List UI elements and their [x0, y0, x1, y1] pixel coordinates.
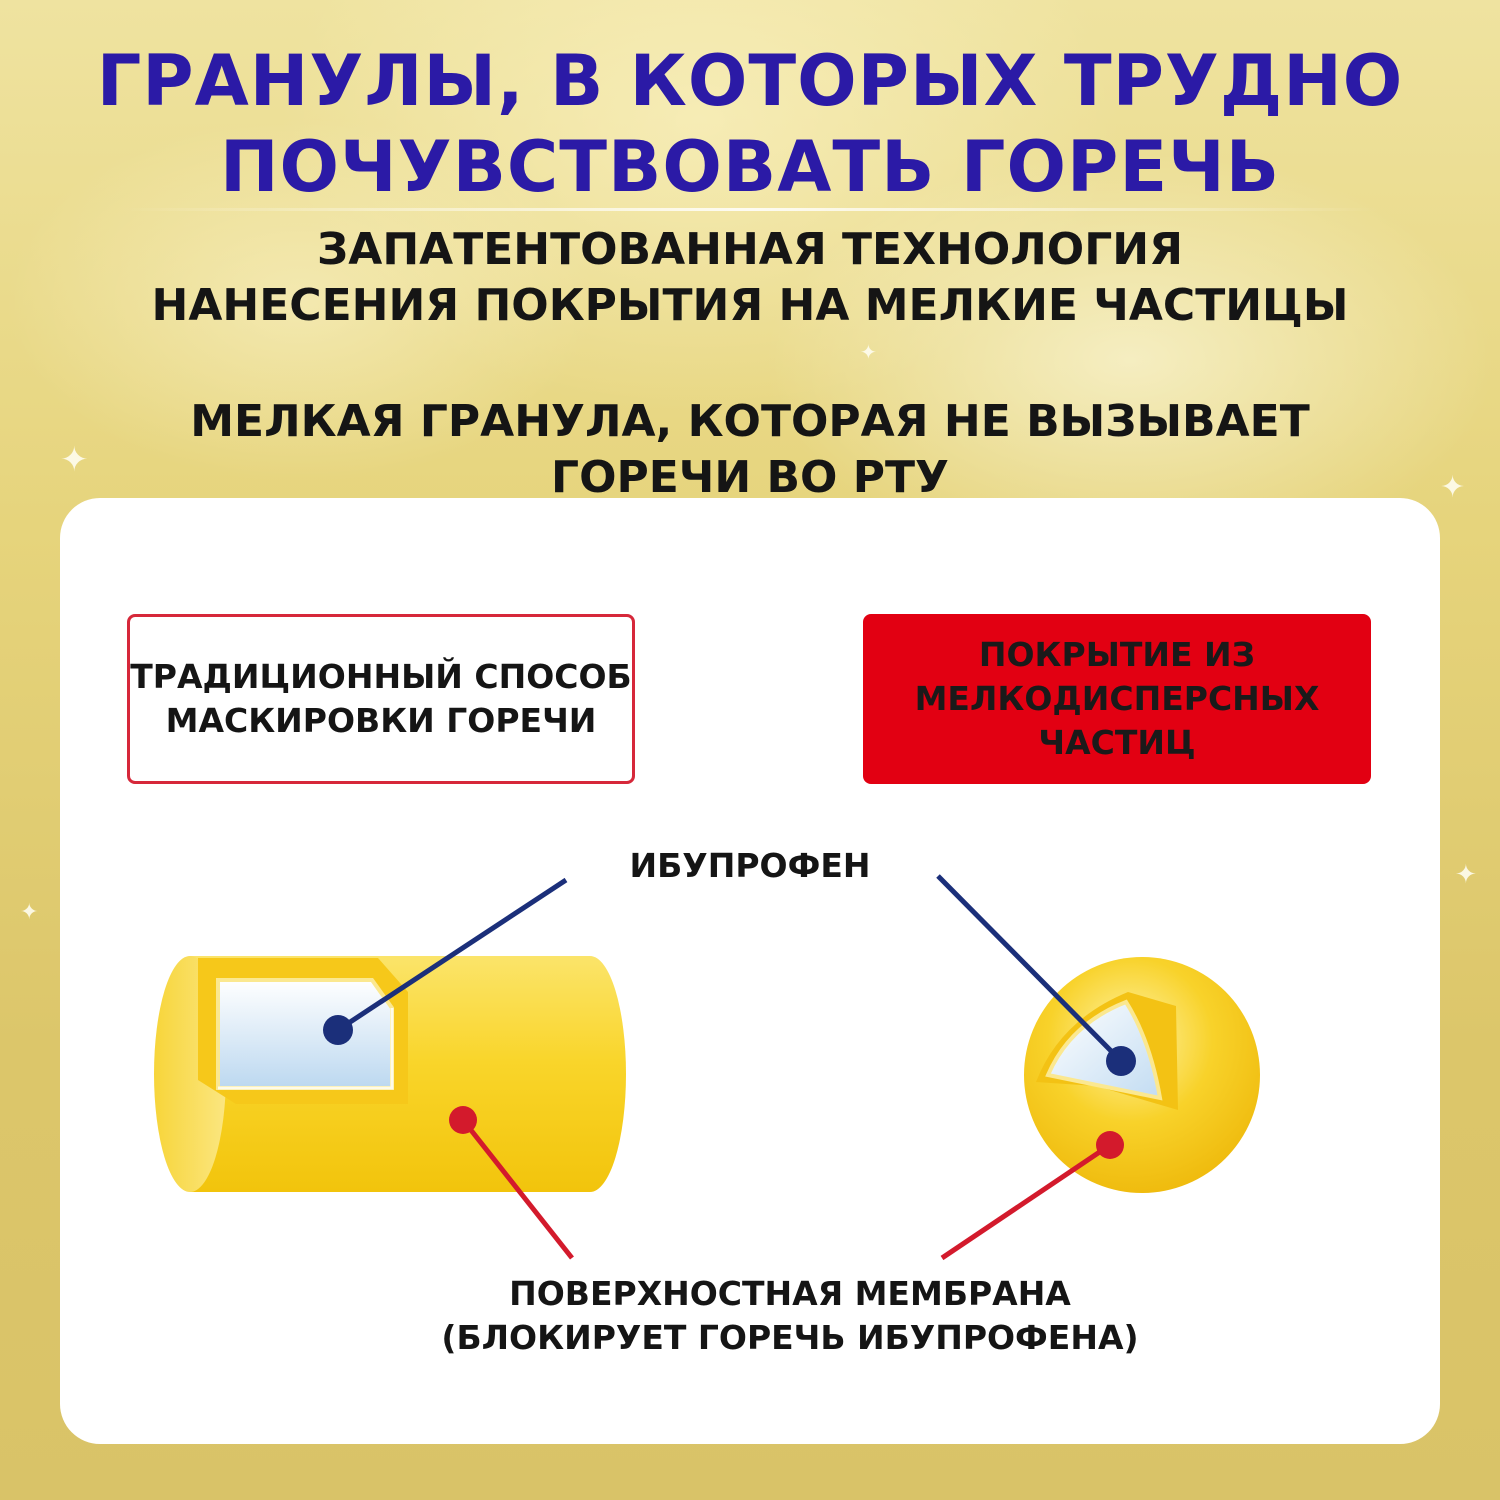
- tagline-line-1: МЕЛКАЯ ГРАНУЛА, КОТОРАЯ НЕ ВЫЗЫВАЕТ: [190, 396, 1310, 447]
- ibuprofen-core-sphere: [1045, 999, 1163, 1101]
- traditional-method-line-2: МАСКИРОВКИ ГОРЕЧИ: [165, 701, 597, 740]
- membrane-leader-right: [940, 1142, 1112, 1261]
- traditional-method-line-1: ТРАДИЦИОННЫЙ СПОСОБ: [130, 657, 632, 696]
- membrane-dot-left: [449, 1106, 477, 1134]
- ibuprofen-core-cylinder: [216, 978, 394, 1090]
- fine-particle-coating-box: ПОКРЫТИЕ ИЗ МЕЛКОДИСПЕРСНЫХ ЧАСТИЦ: [863, 614, 1371, 784]
- coating-line-3: ЧАСТИЦ: [1038, 723, 1196, 762]
- ibuprofen-dot-left: [323, 1015, 353, 1045]
- sphere-granule: [1024, 957, 1260, 1193]
- ibuprofen-leader-left: [336, 877, 568, 1033]
- subtitle-line-1: ЗАПАТЕНТОВАННАЯ ТЕХНОЛОГИЯ: [317, 224, 1183, 275]
- tagline-line-2: ГОРЕЧИ ВО РТУ: [551, 452, 949, 503]
- coating-line-2: МЕЛКОДИСПЕРСНЫХ: [914, 679, 1320, 718]
- sparkle-icon: ✦: [20, 900, 39, 925]
- page-title: ГРАНУЛЫ, В КОТОРЫХ ТРУДНО ПОЧУВСТВОВАТЬ …: [0, 38, 1500, 210]
- ibuprofen-dot-right: [1106, 1046, 1136, 1076]
- cylinder-granule: [154, 956, 626, 1192]
- sparkle-icon: ✦: [60, 440, 89, 480]
- ibuprofen-label: ИБУПРОФЕН: [629, 846, 871, 885]
- title-line-2: ПОЧУВСТВОВАТЬ ГОРЕЧЬ: [219, 126, 1281, 208]
- coating-line-1: ПОКРЫТИЕ ИЗ: [978, 635, 1256, 674]
- sparkle-icon: ✦: [1455, 860, 1477, 890]
- subtitle-line-2: НАНЕСЕНИЯ ПОКРЫТИЯ НА МЕЛКИЕ ЧАСТИЦЫ: [151, 280, 1349, 331]
- membrane-dot-right: [1096, 1131, 1124, 1159]
- subtitle: ЗАПАТЕНТОВАННАЯ ТЕХНОЛОГИЯ НАНЕСЕНИЯ ПОК…: [0, 222, 1500, 334]
- title-divider: [120, 208, 1380, 211]
- membrane-label-line-1: ПОВЕРХНОСТНАЯ МЕМБРАНА: [509, 1274, 1071, 1313]
- traditional-method-box: ТРАДИЦИОННЫЙ СПОСОБ МАСКИРОВКИ ГОРЕЧИ: [127, 614, 635, 784]
- membrane-label: ПОВЕРХНОСТНАЯ МЕМБРАНА (БЛОКИРУЕТ ГОРЕЧЬ…: [400, 1272, 1180, 1360]
- ibuprofen-leader-right: [936, 874, 1123, 1063]
- membrane-label-line-2: (БЛОКИРУЕТ ГОРЕЧЬ ИБУПРОФЕНА): [441, 1318, 1139, 1357]
- membrane-leader-left: [461, 1118, 574, 1260]
- tagline: МЕЛКАЯ ГРАНУЛА, КОТОРАЯ НЕ ВЫЗЫВАЕТ ГОРЕ…: [0, 394, 1500, 506]
- sparkle-icon: ✦: [860, 340, 877, 364]
- title-line-1: ГРАНУЛЫ, В КОТОРЫХ ТРУДНО: [96, 40, 1404, 122]
- sparkle-icon: ✦: [1440, 470, 1466, 505]
